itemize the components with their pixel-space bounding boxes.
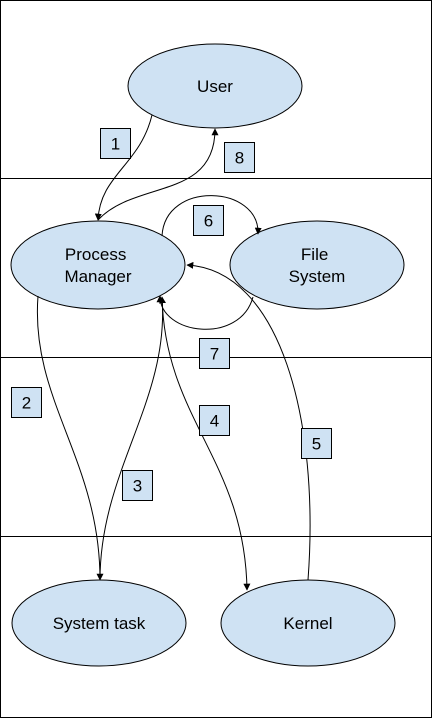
step-box-3-rect xyxy=(122,470,153,501)
step-box-4: 4 xyxy=(199,405,230,436)
step-box-1-rect xyxy=(100,128,131,159)
layer-frame-middle xyxy=(0,357,432,537)
step-box-1: 1 xyxy=(100,128,131,159)
step-box-8-label: 8 xyxy=(235,149,244,168)
step-box-3: 3 xyxy=(122,470,153,501)
file-system-label: File System xyxy=(289,245,346,286)
process-manager-label-line-1: Process xyxy=(65,245,126,264)
process-manager-label-line-2: Manager xyxy=(64,267,131,286)
node-kernel: Kernel xyxy=(220,579,396,667)
step-box-3-label: 3 xyxy=(133,477,142,496)
node-system-task: System task xyxy=(11,579,187,667)
user-label-line-1: User xyxy=(197,77,233,96)
step-box-7-rect xyxy=(199,338,230,369)
user-label: User xyxy=(197,77,233,96)
step-box-5-label: 5 xyxy=(312,435,321,454)
step-box-5: 5 xyxy=(301,428,332,459)
step-box-2-label: 2 xyxy=(22,394,31,413)
edge-1-user-to-process-manager xyxy=(94,114,153,221)
edge-3-system-task-to-process-manager xyxy=(99,296,166,581)
step-box-7: 7 xyxy=(199,338,230,369)
step-box-2: 2 xyxy=(11,387,42,418)
step-box-6-label: 6 xyxy=(204,212,213,231)
step-box-2-rect xyxy=(11,387,42,418)
user-ellipse xyxy=(127,43,303,129)
edge-5-kernel-to-process-manager xyxy=(186,261,311,581)
file-system-ellipse xyxy=(229,220,405,310)
edge-6-process-manager-to-file-system xyxy=(161,195,262,237)
system-task-label: System task xyxy=(53,614,146,633)
edge-8-process-manager-to-user xyxy=(97,128,219,221)
step-box-6: 6 xyxy=(193,205,224,236)
step-box-7-label: 7 xyxy=(210,345,219,364)
system-task-label-line-1: System task xyxy=(53,614,146,633)
edge-2-process-manager-to-system-task xyxy=(36,295,104,581)
edge-4-process-manager-to-kernel xyxy=(161,296,251,591)
step-box-5-rect xyxy=(301,428,332,459)
step-box-1-label: 1 xyxy=(111,135,120,154)
process-manager-label: Process Manager xyxy=(64,245,131,286)
edge-7-file-system-to-process-manager xyxy=(156,295,254,330)
node-user: User xyxy=(127,43,303,129)
file-system-label-line-2: System xyxy=(289,267,346,286)
node-process-manager: Process Manager xyxy=(10,220,186,310)
node-file-system: File System xyxy=(229,220,405,310)
kernel-label: Kernel xyxy=(283,614,332,633)
step-box-4-label: 4 xyxy=(210,412,219,431)
step-box-8-rect xyxy=(224,142,255,173)
step-box-8: 8 xyxy=(224,142,255,173)
step-box-4-rect xyxy=(199,405,230,436)
process-manager-ellipse xyxy=(10,220,186,310)
kernel-label-line-1: Kernel xyxy=(283,614,332,633)
file-system-label-line-1: File xyxy=(301,245,328,264)
step-box-6-rect xyxy=(193,205,224,236)
